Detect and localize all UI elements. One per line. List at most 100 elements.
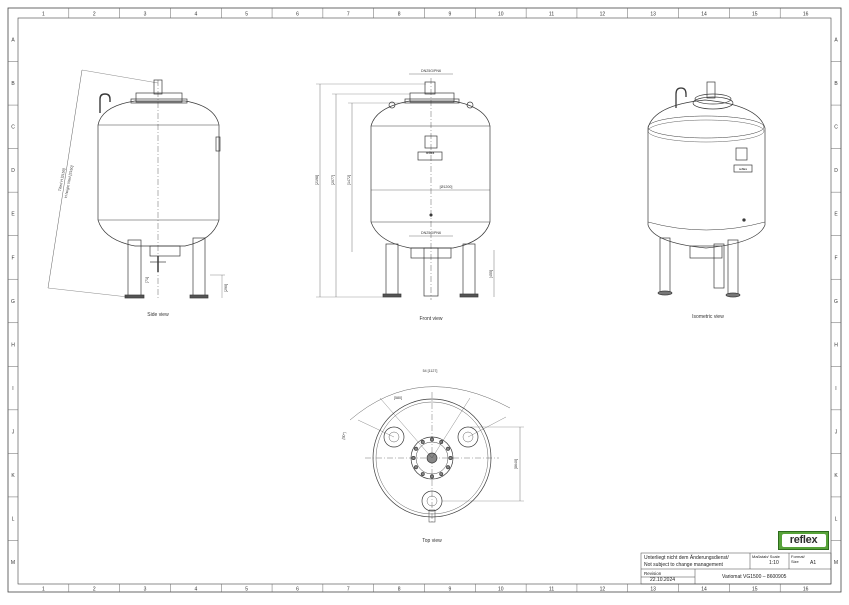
grid-row-label-left: H	[11, 342, 15, 348]
title-scale-value: 1:10	[769, 560, 779, 566]
grid-row-label-right: E	[834, 212, 838, 218]
iso-view-caption: Isometric view	[692, 314, 724, 320]
top-manhole-flange	[410, 436, 454, 480]
grid-row-label-right: B	[834, 81, 838, 87]
grid-row-label-left: K	[11, 473, 15, 479]
title-revision-label: Revision	[644, 571, 662, 576]
grid-col-label-bottom: 4	[194, 587, 197, 593]
grid-row-label-right: I	[835, 386, 836, 392]
front-drain-point	[429, 213, 433, 217]
grid-row-label-left: I	[12, 386, 13, 392]
grid-col-label-bottom: 10	[498, 587, 504, 593]
front-bottom-conn-label: DN25G/PN6	[421, 231, 441, 235]
side-top-flange	[135, 92, 183, 103]
grid-col-label-bottom: 16	[803, 587, 809, 593]
grid-row-label-left: A	[11, 38, 15, 44]
top-dim-label: [580]	[394, 396, 402, 400]
title-block-frame	[640, 552, 832, 585]
front-foot-right	[459, 293, 479, 298]
iso-tank-body	[647, 99, 766, 249]
iso-inspection-plate	[735, 147, 748, 161]
grid-row-label-right: J	[835, 429, 838, 435]
side-bottom-flange	[149, 245, 181, 257]
grid-col-label-bottom: 3	[144, 587, 147, 593]
grid-col-label-top: 13	[650, 12, 656, 18]
title-note-de: Unterliegt nicht dem Änderungsdienst/	[644, 555, 729, 561]
grid-row-label-right: D	[834, 168, 838, 174]
iso-leg-back	[713, 243, 725, 289]
iso-plate-logo: reflex	[739, 167, 747, 171]
top-flange-bolt	[446, 465, 450, 470]
front-total-height-label: [2198]	[315, 175, 319, 185]
side-foot-label: [290]	[224, 284, 228, 292]
side-leg-right	[192, 237, 206, 298]
top-flange-bolt	[414, 446, 418, 451]
grid-col-label-bottom: 15	[752, 587, 758, 593]
top-radial-line-3	[357, 419, 395, 438]
top-flange-bolt	[411, 456, 416, 460]
top-flange-bolt	[448, 456, 453, 460]
top-flange-bolts	[411, 437, 453, 479]
side-tilt-ext-top	[81, 69, 159, 84]
grid-labels: 1122334455667788991010111112121313141415…	[11, 12, 838, 593]
iso-lower-seam	[647, 221, 766, 231]
top-flange-bolt	[439, 472, 444, 476]
grid-row-label-left: G	[11, 299, 15, 305]
top-view	[349, 386, 524, 523]
front-flange-rim	[404, 98, 460, 104]
front-inspection-plate	[424, 135, 438, 149]
isometric-view	[647, 81, 766, 298]
front-lifting-eye-right	[466, 101, 474, 109]
front-top-flange	[409, 92, 455, 103]
side-nameplate	[215, 136, 221, 152]
iso-logo-plate	[733, 164, 753, 173]
grid-col-label-top: 10	[498, 12, 504, 18]
grid-row-label-right: K	[834, 473, 838, 479]
iso-drain-point	[742, 218, 746, 222]
front-top-nozzle	[424, 81, 436, 95]
grid-row-label-right: H	[834, 342, 838, 348]
side-tilt-label-2: H height tilted [2150]	[64, 165, 74, 198]
side-foot-left	[124, 294, 145, 299]
top-flange-bolt	[414, 465, 418, 470]
grid-col-label-top: 2	[93, 12, 96, 18]
grid-col-label-top: 3	[144, 12, 147, 18]
top-drain-outlet	[428, 509, 436, 523]
grid-col-label-top: 16	[803, 12, 809, 18]
iso-top-flange-cap	[694, 93, 732, 105]
front-bottom-flange	[410, 247, 452, 259]
grid-row-label-right: G	[834, 299, 838, 305]
front-tank-body	[370, 100, 491, 249]
front-h1-label: [2077]	[331, 175, 335, 185]
front-foot-left	[382, 293, 402, 298]
title-drawing-name: Variomat VG1500 – 8600905	[722, 574, 787, 580]
grid-col-label-bottom: 5	[245, 587, 248, 593]
side-view-caption: Side view	[147, 312, 169, 318]
top-leg-1	[383, 426, 405, 448]
top-leg-2	[457, 426, 479, 448]
top-leg-3-inner	[426, 495, 438, 507]
front-logo-plate	[417, 151, 443, 161]
top-flange-bolt	[430, 474, 434, 479]
top-flange-bolt	[446, 446, 450, 451]
top-arc-label: 54 [1127]	[423, 369, 438, 373]
grid-col-label-top: 8	[398, 12, 401, 18]
side-tank-body	[97, 100, 220, 247]
grid-col-label-top: 9	[449, 12, 452, 18]
front-top-conn-label: DN25G/PN6	[421, 69, 441, 73]
front-leg-right	[462, 243, 476, 297]
top-arc-dim	[349, 386, 511, 421]
grid-row-label-right: M	[834, 560, 838, 566]
title-block	[640, 552, 832, 585]
side-flange-rim	[130, 98, 188, 104]
side-top-nozzle	[153, 79, 163, 95]
grid-col-label-top: 14	[701, 12, 707, 18]
top-leg-2-inner	[462, 431, 474, 443]
iso-leg-right	[727, 239, 739, 296]
grid-col-label-top: 7	[347, 12, 350, 18]
front-view	[316, 73, 495, 300]
reflex-logo: reflex	[778, 531, 829, 550]
top-radial-line-2	[431, 397, 471, 459]
